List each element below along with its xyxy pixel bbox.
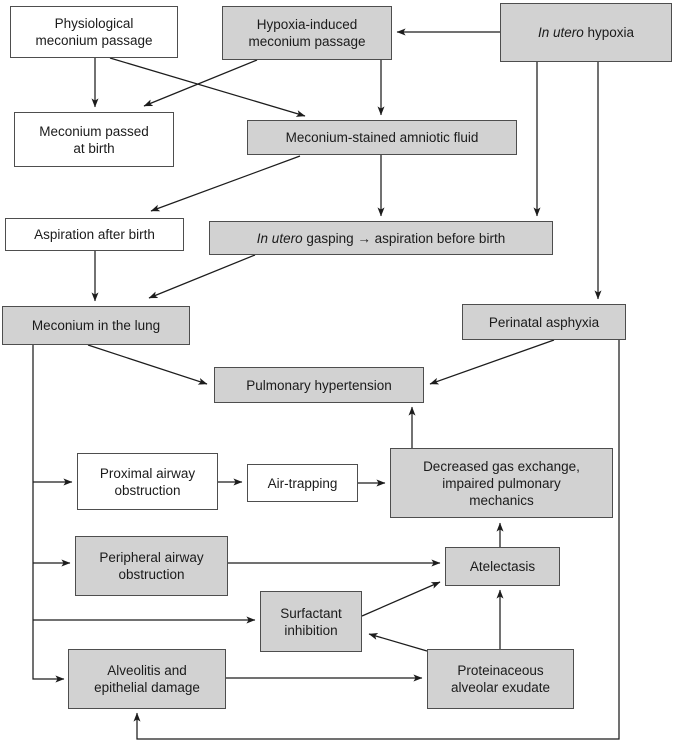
node-peripheral-airway-obstruction: Peripheral airway obstruction bbox=[75, 536, 228, 596]
edge-perinatal-to-pulm_htn bbox=[429, 339, 555, 385]
node-in-utero-gasping-aspiration-before-birth: In utero gasping → aspiration before bir… bbox=[209, 221, 553, 255]
node-label: Physiological meconium passage bbox=[35, 16, 153, 48]
node-hypoxia-induced-meconium-passage: Hypoxia-induced meconium passage bbox=[222, 6, 392, 60]
node-meconium-in-the-lung: Meconium in the lung bbox=[2, 306, 190, 345]
node-label: Alveolitis and epithelial damage bbox=[94, 663, 200, 695]
node-label: Meconium-stained amniotic fluid bbox=[285, 130, 479, 145]
node-label: Pulmonary hypertension bbox=[246, 377, 392, 393]
node-label: Proximal airway obstruction bbox=[99, 465, 196, 498]
node-label: Air-trapping bbox=[267, 475, 338, 491]
node-label: Hypoxia-induced meconium passage bbox=[248, 17, 366, 49]
edge-perinatal-to-alveolitis bbox=[133, 340, 620, 740]
node-decreased-gas-exchange: Decreased gas exchange, impaired pulmona… bbox=[390, 448, 613, 518]
edge-hypoxia_induced-to-meconium_passed bbox=[143, 59, 258, 107]
node-label: Decreased gas exchange, impaired pulmona… bbox=[423, 458, 580, 508]
node-atelectasis: Atelectasis bbox=[445, 547, 560, 586]
node-label: Meconium in the lung bbox=[31, 318, 161, 333]
regular-text: hypoxia bbox=[583, 25, 635, 40]
edge-proteinaceous-to-surfactant bbox=[368, 633, 428, 652]
node-label: Peripheral airway obstruction bbox=[99, 550, 204, 582]
node-label: Atelectasis bbox=[469, 559, 536, 574]
node-pulmonary-hypertension: Pulmonary hypertension bbox=[214, 367, 424, 403]
node-alveolitis-epithelial-damage: Alveolitis and epithelial damage bbox=[68, 649, 226, 709]
edge-gasping-to-meconium_lung bbox=[148, 254, 256, 299]
regular-text: gasping → aspiration before birth bbox=[302, 230, 506, 246]
node-perinatal-asphyxia: Perinatal asphyxia bbox=[462, 304, 626, 340]
node-proximal-airway-obstruction: Proximal airway obstruction bbox=[77, 453, 218, 510]
node-label: Aspiration after birth bbox=[34, 227, 155, 242]
edge-meconium_lung-to-pulm_htn bbox=[87, 344, 208, 385]
node-aspiration-after-birth: Aspiration after birth bbox=[5, 218, 184, 251]
node-physiological-meconium-passage: Physiological meconium passage bbox=[10, 6, 178, 58]
node-label: Surfactant inhibition bbox=[280, 605, 342, 638]
edge-physiological-to-msaf bbox=[109, 57, 306, 117]
node-surfactant-inhibition: Surfactant inhibition bbox=[260, 591, 362, 652]
italic-text: In utero bbox=[256, 230, 303, 246]
edge-meconium_lung-to-alveolitis bbox=[32, 345, 65, 683]
node-label: Proteinaceous alveolar exudate bbox=[450, 663, 551, 695]
node-air-trapping: Air-trapping bbox=[247, 464, 358, 502]
node-label: Perinatal asphyxia bbox=[488, 314, 600, 330]
node-proteinaceous-alveolar-exudate: Proteinaceous alveolar exudate bbox=[427, 649, 574, 709]
italic-text: In utero bbox=[537, 25, 584, 40]
node-meconium-passed-at-birth: Meconium passed at birth bbox=[14, 112, 174, 167]
node-label: In utero gasping → aspiration before bir… bbox=[257, 230, 505, 247]
edge-surfactant-to-atelectasis bbox=[361, 581, 441, 617]
edge-msaf-to-aspiration_after bbox=[150, 155, 301, 212]
node-label: Meconium passed at birth bbox=[39, 123, 149, 156]
node-in-utero-hypoxia: In utero hypoxia bbox=[500, 3, 672, 62]
node-label: In utero hypoxia bbox=[538, 24, 634, 41]
node-meconium-stained-amniotic-fluid: Meconium-stained amniotic fluid bbox=[247, 120, 517, 155]
